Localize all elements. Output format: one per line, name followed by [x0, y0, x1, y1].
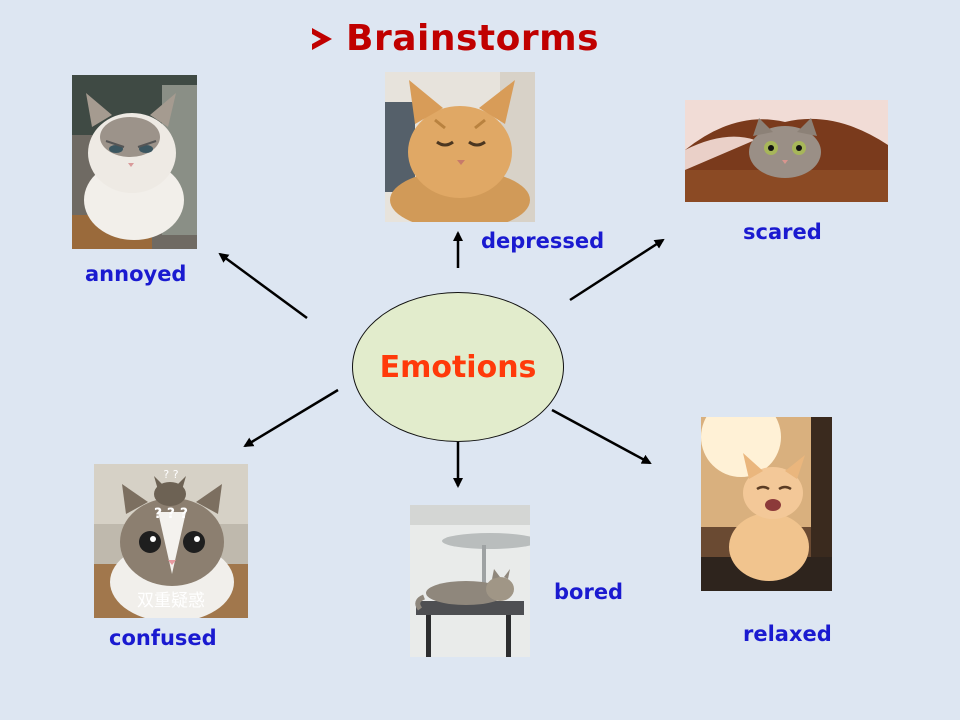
title-text: Brainstorms — [346, 18, 600, 59]
arrow-to-confused — [243, 388, 339, 448]
slide-title: Brainstorms — [312, 18, 599, 59]
confused-cat-photo: ? ? ? ? ? 双重疑惑 — [94, 464, 248, 618]
bored-cat-photo — [410, 505, 530, 657]
arrow-to-annoyed — [218, 252, 308, 320]
label-relaxed: relaxed — [743, 622, 832, 646]
label-annoyed: annoyed — [85, 262, 187, 286]
annoyed-cat-photo — [72, 75, 197, 249]
depressed-cat-photo — [385, 72, 535, 222]
label-depressed: depressed — [481, 229, 605, 253]
emotions-bubble: Emotions — [352, 292, 564, 442]
question-marks-small: ? ? — [163, 468, 179, 481]
center-label: Emotions — [379, 349, 537, 385]
arrow-bullet-icon — [312, 27, 332, 50]
label-scared: scared — [743, 220, 822, 244]
label-bored: bored — [554, 580, 624, 604]
arrow-to-scared — [569, 238, 665, 302]
label-confused: confused — [109, 626, 217, 650]
scared-cat-photo — [685, 100, 888, 202]
relaxed-cat-photo — [701, 417, 832, 591]
arrow-to-relaxed — [551, 408, 652, 465]
confused-photo-caption: 双重疑惑 — [137, 591, 205, 611]
question-marks: ? ? ? — [153, 506, 189, 522]
